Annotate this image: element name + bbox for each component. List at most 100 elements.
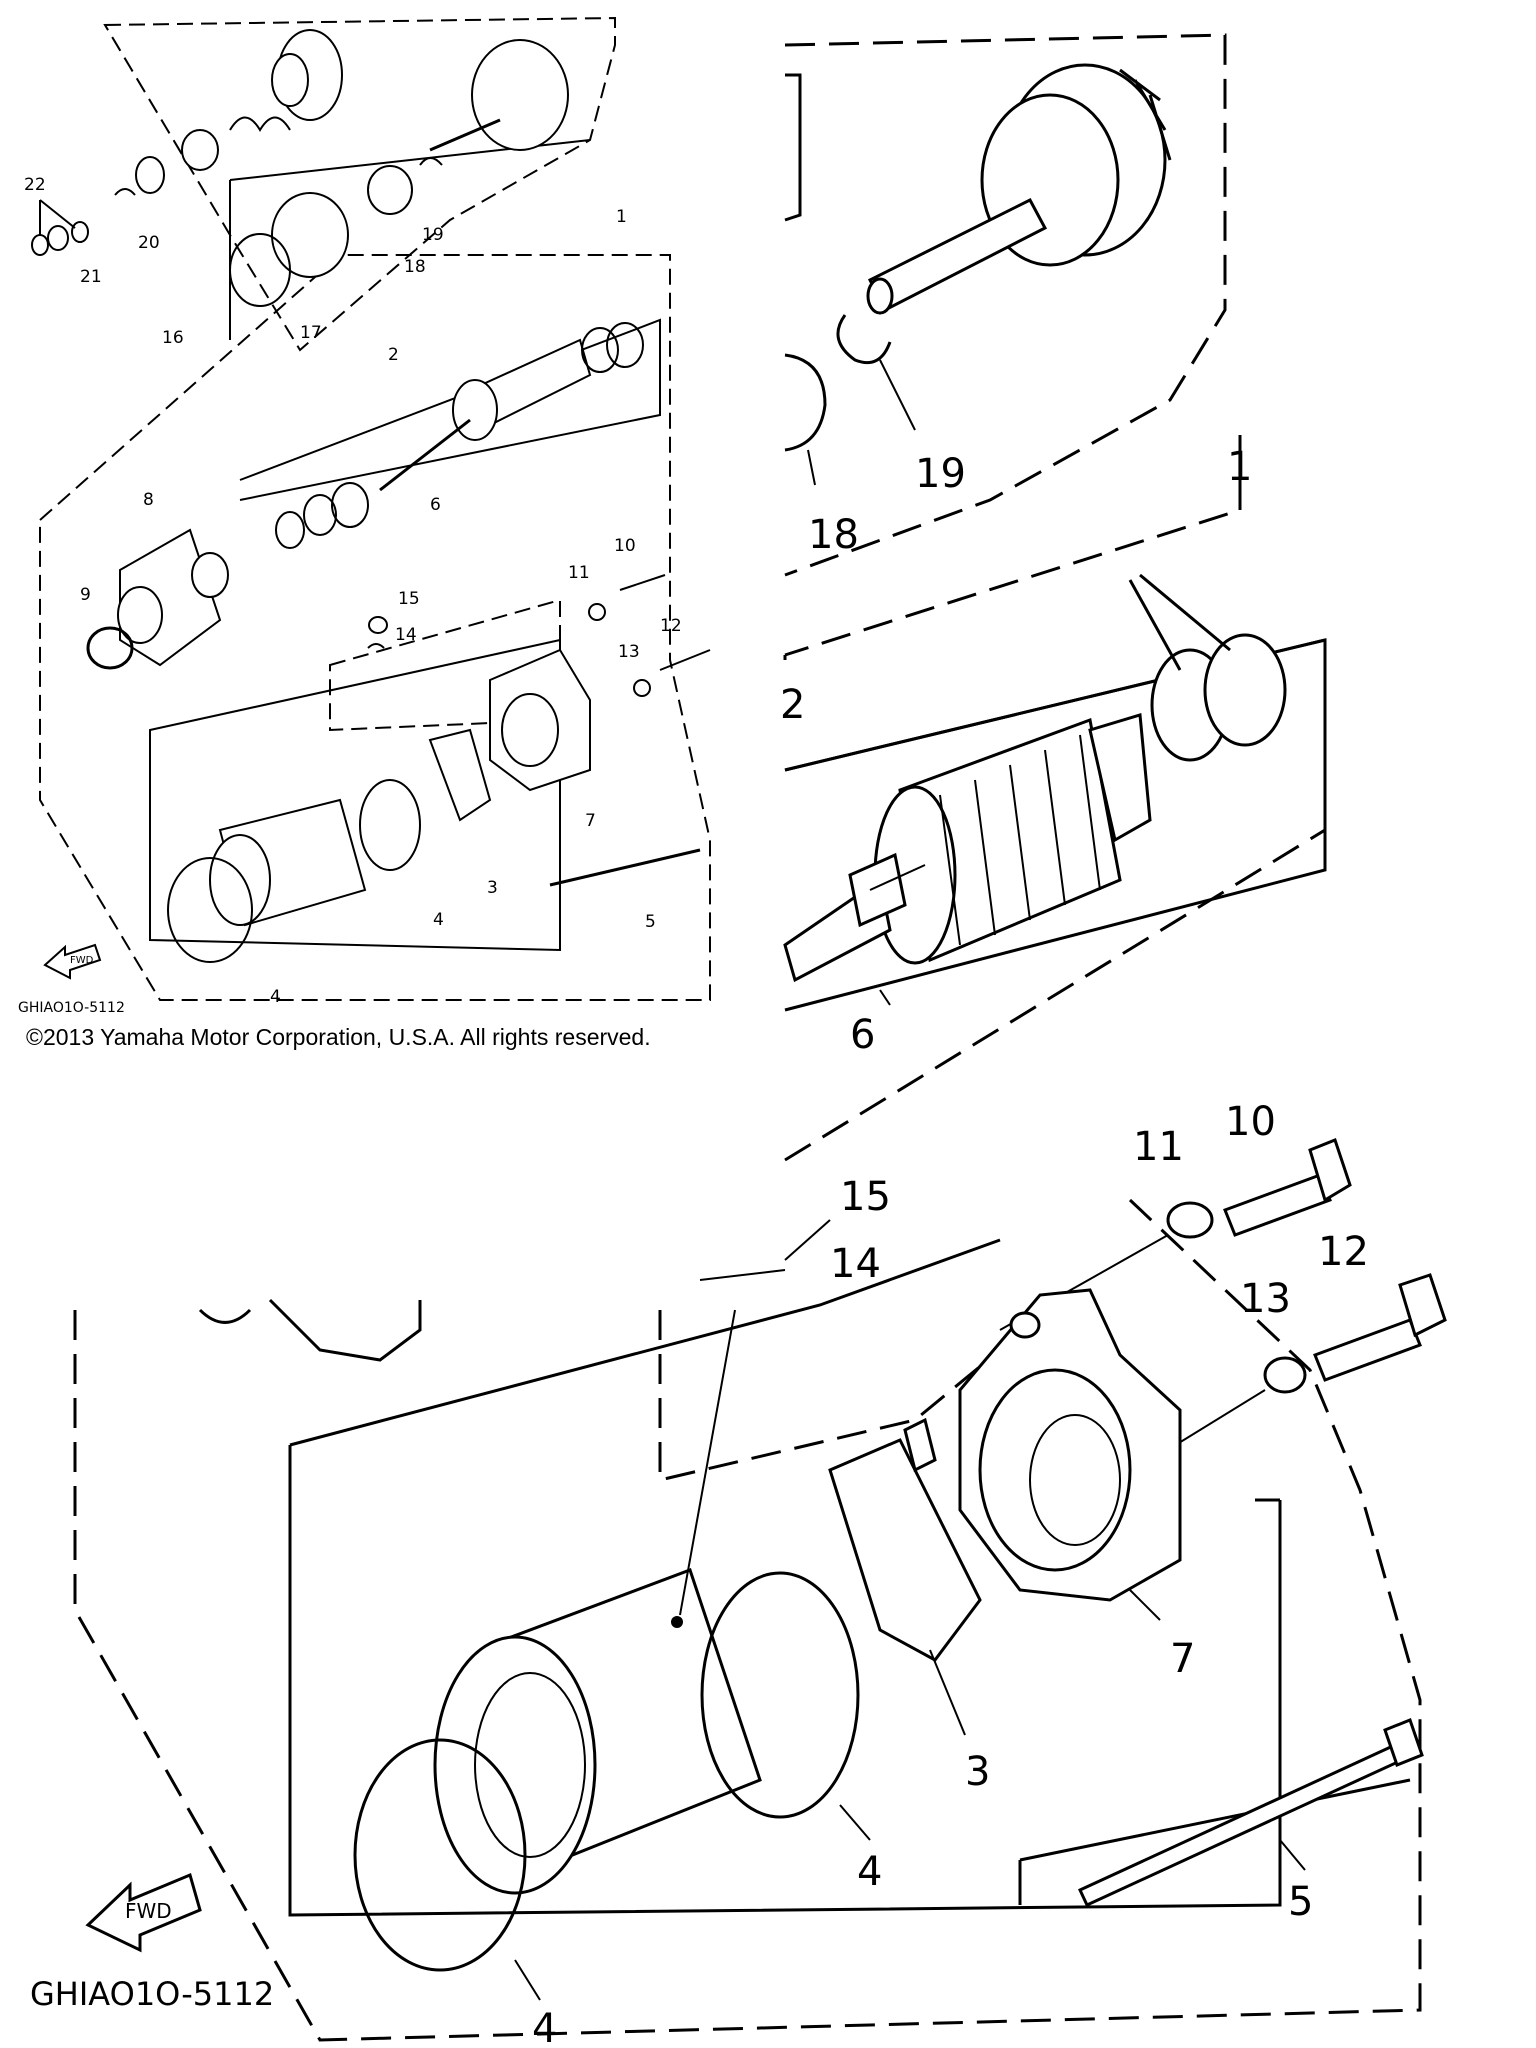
overview-circlip-19 [419, 157, 443, 166]
detail-leader-6 [879, 989, 891, 1006]
overview-callout-20: 20 [138, 233, 160, 253]
detail-leader-yoke-hole [679, 1309, 736, 1616]
detail-clutch-group-outline [784, 33, 1227, 577]
overview-washer-set-a [331, 482, 369, 528]
detail-callout-10: 10 [1225, 1099, 1276, 1145]
overview-callout-16: 16 [162, 328, 184, 348]
detail-washer-11 [1166, 1201, 1214, 1239]
detail-callout-11: 11 [1133, 1124, 1184, 1170]
detail-clip-leaders [699, 1219, 831, 1281]
detail-callout-3: 3 [965, 1749, 990, 1795]
detail-callout-5: 5 [1288, 1879, 1313, 1925]
overview-yoke-group-outline [149, 638, 561, 952]
overview-spring-21 [47, 225, 69, 251]
overview-washer [135, 156, 165, 194]
detail-bolt-frame [1018, 1778, 1411, 1905]
detail-armature-spline [848, 852, 907, 928]
detail-yoke-frame [288, 1238, 1282, 1917]
overview-clip-14 [367, 643, 385, 649]
detail-bolt-10-shank [1223, 1173, 1332, 1237]
overview-callout-21: 21 [80, 267, 102, 287]
detail-brush-terminal [903, 1417, 937, 1473]
overview-rear-cover-7 [489, 648, 591, 792]
detail-callout-1: 1 [1227, 444, 1252, 490]
overview-o-ring-4b [167, 857, 253, 963]
overview-bearing-8 [191, 552, 229, 598]
overview-through-bolt-5 [549, 848, 701, 887]
overview-circlip-20 [114, 188, 136, 196]
overview-callout-15: 15 [398, 589, 420, 609]
detail-o-ring-leaders [514, 1804, 871, 2001]
overview-yoke-end [209, 834, 271, 926]
overview-clutch-group-outline [103, 16, 616, 352]
overview-diagram-code: GHIAO1O-5112 [18, 1000, 125, 1016]
overview-fwd-arrow [43, 943, 102, 980]
overview-washer-22b [71, 221, 89, 243]
detail-through-bolt-5-head [1383, 1718, 1424, 1767]
detail-leader-18 [807, 449, 816, 486]
detail-front-cover-fragment [268, 1298, 422, 1362]
detail-o-ring-4a [700, 1571, 860, 1819]
overview-collar [181, 129, 219, 171]
overview-callout-10: 10 [614, 536, 636, 556]
detail-shim-leaders [1128, 573, 1231, 671]
detail-yoke-end [433, 1635, 597, 1895]
overview-callout-6: 6 [430, 495, 441, 515]
detail-through-bolt-5 [1078, 1743, 1404, 1907]
overview-spring [229, 116, 291, 132]
detail-rear-cover-inner [1029, 1414, 1121, 1546]
detail-callout-14: 14 [830, 1241, 881, 1287]
detail-leader-7 [1129, 1589, 1161, 1621]
detail-yoke-inner [474, 1672, 586, 1858]
overview-nut-15 [368, 616, 388, 634]
overview-callout-19: 19 [422, 225, 444, 245]
overview-retainer-18 [367, 165, 413, 215]
detail-callout-13: 13 [1240, 1276, 1291, 1322]
detail-brush-holder-3 [828, 1438, 982, 1662]
overview-diagram: FWD GHIAO1O-5112 1 2 3 4 4 5 6 7 8 9 10 … [18, 16, 711, 1016]
overview-leader-22 [39, 199, 76, 235]
detail-armature-group-top [784, 435, 1242, 657]
overview-callout-8: 8 [143, 490, 154, 510]
detail-nut-group-outline [658, 1310, 1001, 1482]
overview-callout-12: 12 [660, 616, 682, 636]
detail-callout-6: 6 [850, 1012, 875, 1058]
detail-circlip-19 [836, 314, 892, 365]
detail-rear-cover-ear [1009, 1311, 1041, 1339]
detail-armature-slots [939, 734, 1101, 946]
detail-commutator [1088, 713, 1152, 843]
overview-callout-13: 13 [618, 642, 640, 662]
detail-rear-cover-opening [978, 1368, 1132, 1572]
overview-bearing [271, 192, 349, 278]
overview-callout-11: 11 [568, 563, 590, 583]
detail-clutch-shaft-end [866, 277, 894, 315]
detail-callout-12: 12 [1318, 1229, 1369, 1275]
detail-armature-frame [784, 638, 1327, 1012]
overview-pinion-hub [271, 53, 309, 107]
detail-callout-15: 15 [840, 1174, 891, 1220]
detail-bolt-12-head [1398, 1273, 1447, 1338]
detail-fwd-label: FWD [125, 1899, 172, 1923]
overview-bolt-12 [659, 649, 711, 671]
detail-clutch-teeth [1119, 68, 1172, 161]
overview-o-ring-4a [359, 779, 421, 871]
overview-front-cover-boss [117, 586, 163, 644]
detail-clutch-bracket [784, 73, 802, 222]
overview-needle-bearing-17 [229, 233, 291, 307]
detail-callout-7: 7 [1170, 1636, 1195, 1682]
overview-callout-2: 2 [388, 345, 399, 365]
detail-spline-line [869, 864, 926, 891]
overview-armature-shaft [379, 418, 471, 492]
overview-callout-18: 18 [404, 257, 426, 277]
overview-callout-4a: 4 [433, 910, 444, 930]
overview-armature-group-outline [239, 318, 661, 501]
detail-leader-3 [929, 1649, 966, 1736]
detail-washer-13 [1263, 1356, 1307, 1394]
overview-callout-4b: 4 [270, 987, 281, 1007]
detail-retainer-18 [784, 353, 827, 452]
detail-shim-b [1203, 633, 1287, 747]
overview-callout-7: 7 [585, 811, 596, 831]
overview-callout-9: 9 [80, 585, 91, 605]
overview-starter-assembly-outline [39, 254, 711, 1001]
